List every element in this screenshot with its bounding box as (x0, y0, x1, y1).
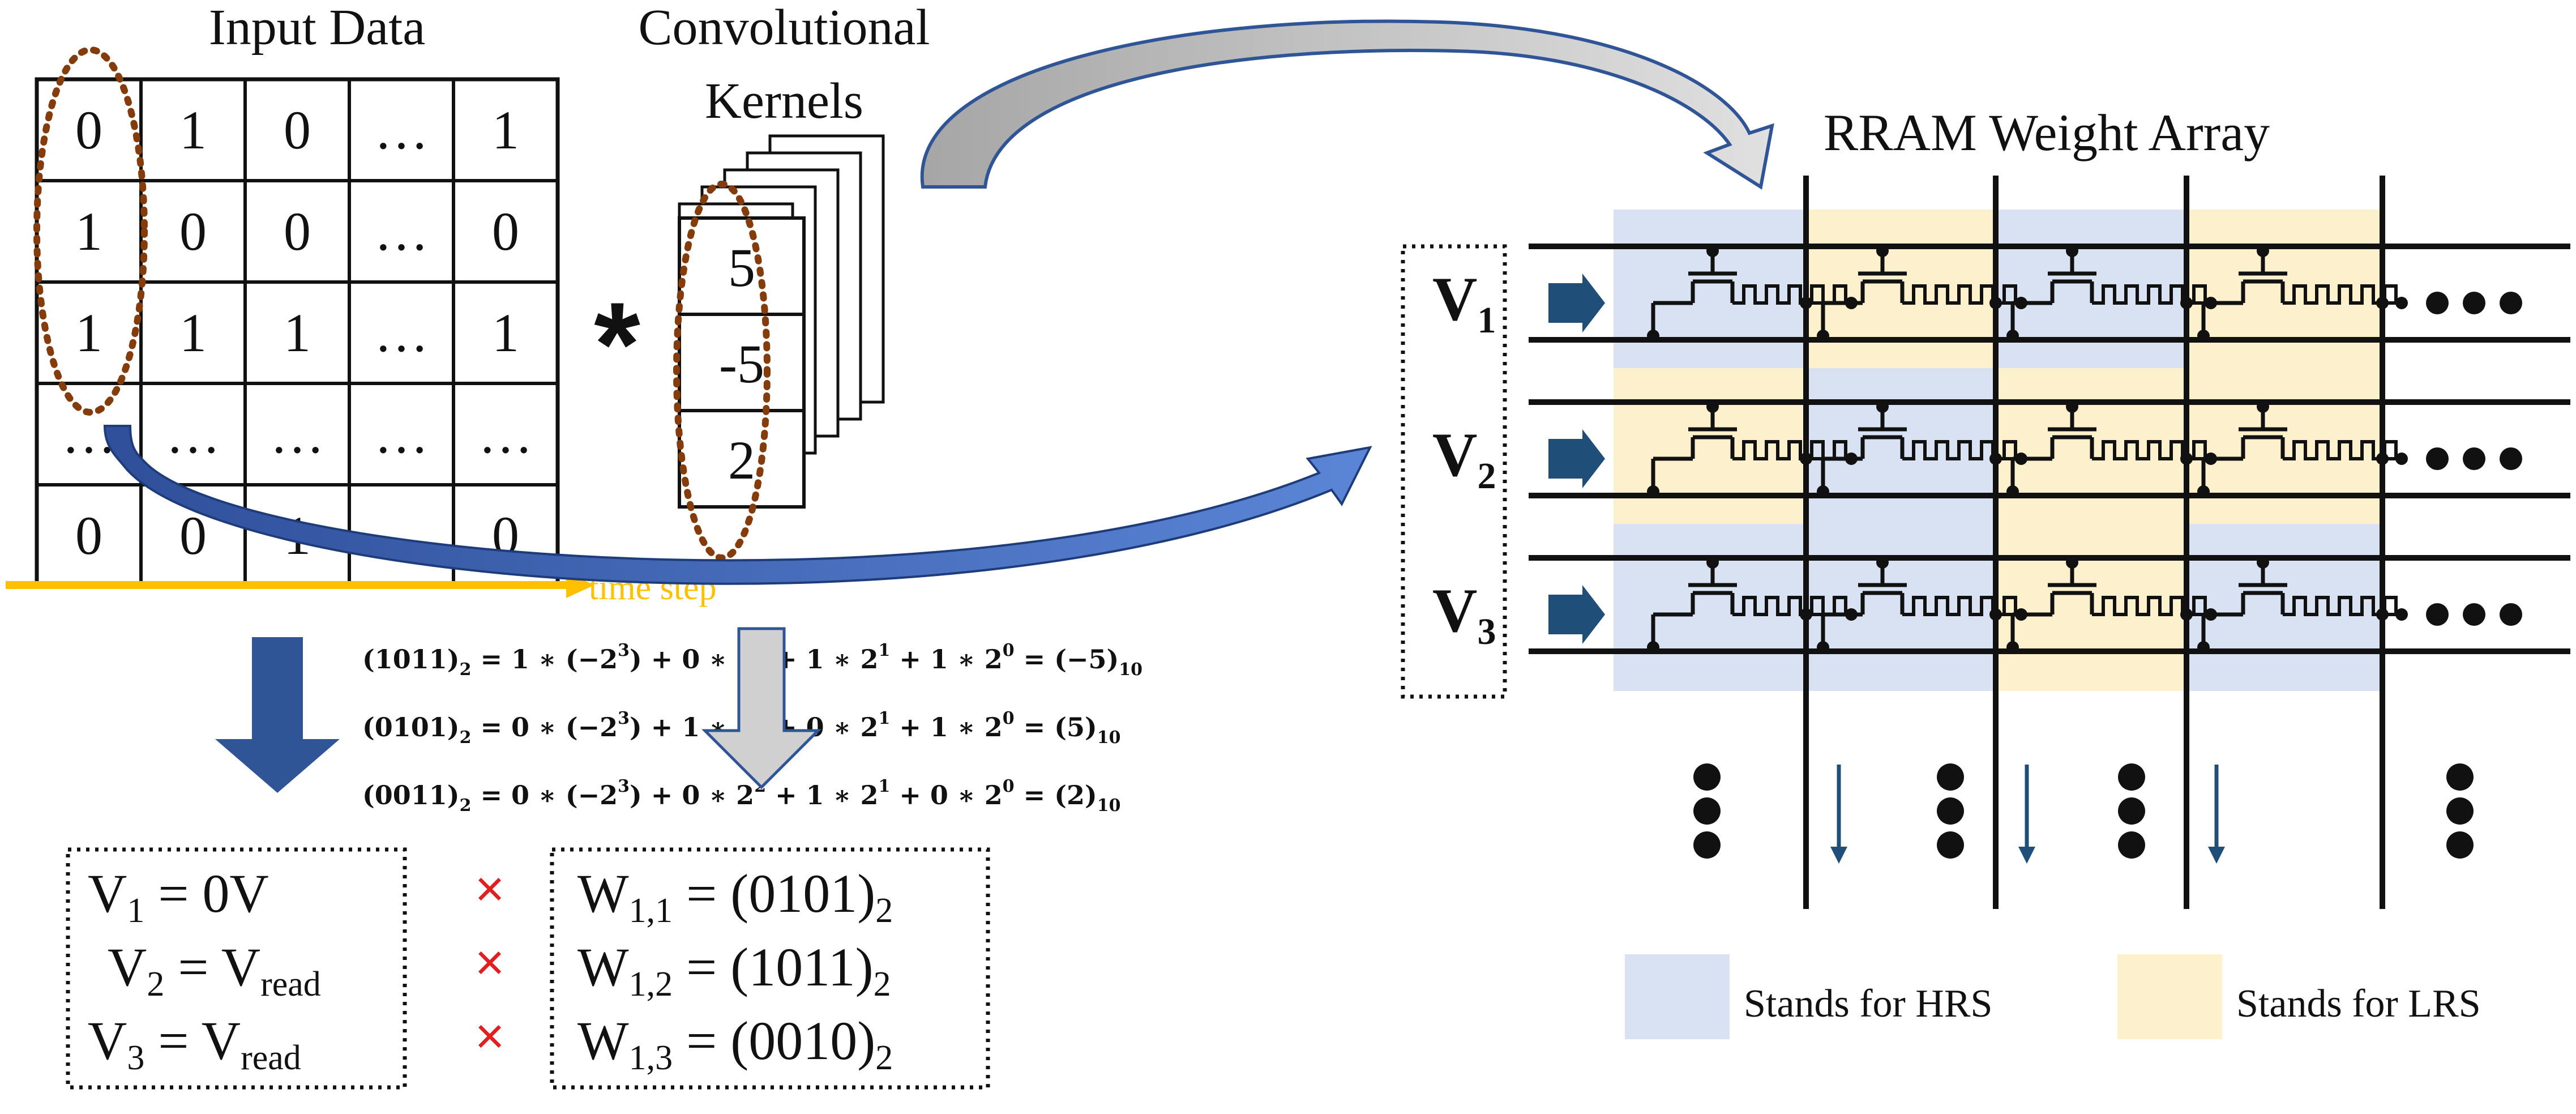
voltage-2: V2 = Vread (108, 937, 321, 1004)
matrix-cell: 0 (179, 505, 207, 566)
weight-1: W1,1 = (0101)2 (577, 863, 893, 930)
down-arrow-left (215, 637, 340, 793)
kernels-title-line2: Kernels (705, 73, 863, 129)
matrix-cell: 1 (75, 302, 102, 363)
matrix-cell: … (374, 201, 429, 262)
legend-label-hrs: Stands for HRS (1744, 982, 1992, 1026)
input-to-array-arrow (103, 425, 1372, 585)
matrix-cell: 1 (179, 100, 207, 160)
matrix-cell: … (166, 404, 220, 464)
kernel-value-3: 2 (728, 430, 755, 490)
matrix-cell: 0 (284, 201, 311, 262)
matrix-cell: … (478, 404, 533, 464)
rram-cell-bg-lrs (1614, 368, 1806, 535)
matrix-cell: 1 (492, 302, 519, 363)
rram-voltage-box (1401, 244, 1507, 699)
down-arrow-center (701, 627, 822, 789)
equation-line: (1011)2 = 1 ∗ (−23) + 0 ∗ 22 + 1 ∗ 21 + … (362, 641, 1142, 680)
weight-2: W1,2 = (1011)2 (577, 937, 891, 1004)
rram-row-label-1: V1 (1432, 264, 1496, 341)
multiply-symbol: × (475, 1008, 505, 1065)
kernel-value-2: -5 (719, 334, 764, 394)
legend: Stands for HRS Stands for LRS (1625, 954, 2481, 1039)
matrix-cell: 1 (75, 201, 102, 262)
rram-input-arrow (1548, 274, 1605, 332)
kernel-stack: 5 -5 2 (678, 134, 885, 509)
matrix-cell: … (374, 302, 429, 363)
rram-title: RRAM Weight Array (1824, 104, 2270, 161)
matrix-cell: 1 (284, 302, 311, 363)
matrix-cell: 0 (492, 201, 519, 262)
input-column-highlight (33, 46, 148, 416)
matrix-cell: 0 (75, 100, 102, 160)
rram-ellipsis (1693, 292, 2522, 864)
kernel-highlight (673, 181, 771, 561)
legend-swatch-hrs (1625, 954, 1730, 1039)
rram-cell-bg-hrs (1614, 524, 1806, 691)
matrix-cell: 1 (179, 302, 207, 363)
voltage-1: V1 = 0V (88, 863, 269, 930)
rram-row-label-2: V2 (1432, 420, 1496, 497)
matrix-cell: 0 (179, 201, 207, 262)
matrix-cell: … (374, 100, 429, 160)
kernels-title-line1: Convolutional (639, 0, 930, 56)
input-data-title: Input Data (209, 0, 425, 56)
legend-label-lrs: Stands for LRS (2236, 982, 2481, 1026)
kernel-front (678, 216, 806, 509)
binary-equations: (1011)2 = 1 ∗ (−23) + 0 ∗ 22 + 1 ∗ 21 + … (362, 641, 1142, 816)
rram-input-arrow (1548, 429, 1605, 488)
matrix-cell: … (270, 404, 324, 464)
kernel-value-1: 5 (728, 237, 755, 298)
voltage-3: V3 = Vread (88, 1010, 301, 1077)
equation-line: (0011)2 = 0 ∗ (−23) + 0 ∗ 22 + 1 ∗ 21 + … (362, 776, 1121, 816)
matrix-cell: 1 (492, 100, 519, 160)
multiply-symbol: × (475, 934, 505, 991)
voltage-box (66, 847, 407, 1090)
rram-row-label-3: V3 (1432, 576, 1496, 652)
multiply-symbol: × (475, 861, 505, 917)
rram-lines (1529, 176, 2570, 909)
weight-box (550, 847, 990, 1090)
matrix-cell: 0 (284, 100, 311, 160)
legend-swatch-lrs (2117, 954, 2222, 1039)
equation-line: (0101)2 = 0 ∗ (−23) + 1 ∗ 22 + 0 ∗ 21 + … (362, 708, 1121, 748)
matrix-cell: … (374, 404, 429, 464)
matrix-cell: 0 (75, 505, 102, 566)
rram-cells (1548, 245, 2408, 654)
rram-cell-bg-hrs (1614, 210, 1806, 379)
kernels-to-array-arrow (920, 19, 1774, 190)
rram-input-arrow (1548, 585, 1605, 644)
convolution-operator: * (594, 278, 640, 411)
weight-3: W1,3 = (0010)2 (577, 1010, 893, 1077)
